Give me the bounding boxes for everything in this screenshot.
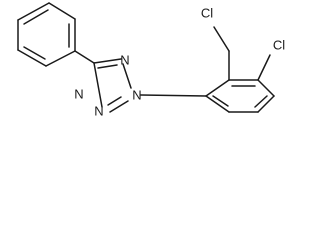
- bond: [257, 54, 271, 81]
- bond: [213, 26, 230, 52]
- bond: [74, 50, 95, 64]
- double-bond-inner: [107, 96, 122, 106]
- bond: [45, 50, 76, 67]
- bond: [93, 58, 122, 64]
- bond: [122, 63, 132, 89]
- bond: [109, 100, 129, 113]
- atom-label-n: N: [94, 104, 103, 119]
- double-bond-inner: [97, 64, 118, 69]
- double-bond-inner: [23, 46, 46, 60]
- atom-label-cl: Cl: [201, 6, 213, 21]
- molecule-structure: N N N N Cl Cl: [17, 2, 285, 119]
- chlorophenyl-ring: [205, 79, 275, 113]
- bond: [205, 95, 230, 113]
- bond: [93, 62, 103, 108]
- atom-label-n: N: [74, 87, 83, 102]
- tetrazole-ring: [93, 58, 132, 113]
- double-bond-inner: [254, 95, 268, 108]
- bond: [140, 94, 207, 97]
- atom-label-cl: Cl: [273, 38, 285, 53]
- bond: [17, 49, 47, 67]
- bond: [205, 79, 230, 97]
- atom-label-n: N: [120, 53, 129, 68]
- phenyl-ring: [17, 2, 76, 67]
- bond: [257, 79, 275, 97]
- double-bond-inner: [23, 9, 49, 25]
- double-bond-inner: [212, 95, 229, 107]
- bond: [17, 2, 50, 21]
- atom-label-n: N: [132, 88, 141, 103]
- bond: [257, 95, 275, 113]
- bond: [48, 2, 76, 20]
